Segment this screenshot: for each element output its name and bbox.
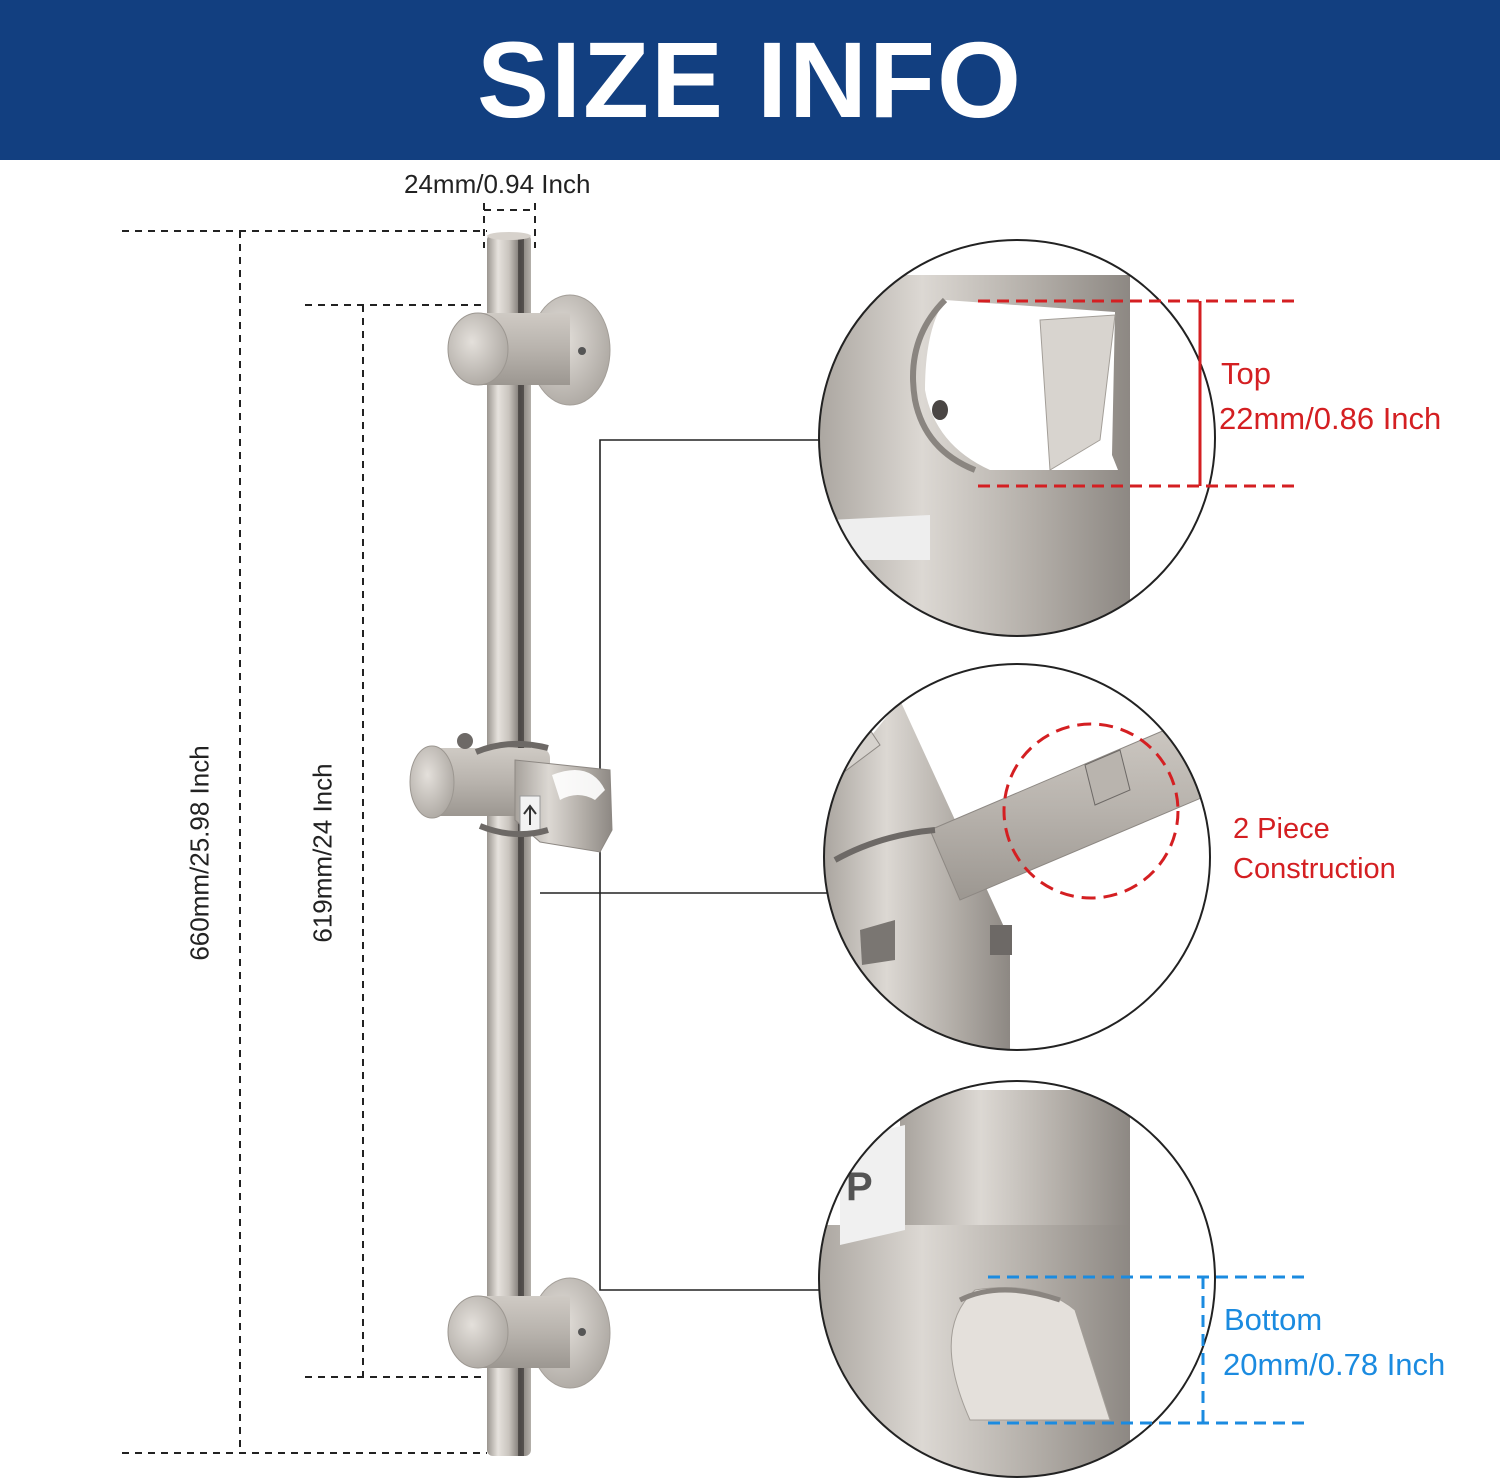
top-callout-size: 22mm/0.86 Inch <box>1219 401 1442 436</box>
detail-circle-bottom: P <box>818 1080 1310 1478</box>
page-title: SIZE INFO <box>476 19 1024 140</box>
bottom-wall-mount <box>447 1277 611 1389</box>
detail-circle-top <box>818 239 1300 637</box>
header-banner: SIZE INFO <box>0 0 1500 160</box>
dimension-lines <box>122 203 536 1454</box>
connector-top <box>599 439 829 1291</box>
sliding-holder <box>409 733 613 853</box>
top-wall-mount <box>447 294 611 406</box>
width-dimension-label: 24mm/0.94 Inch <box>404 169 591 199</box>
mount-distance-dimension-label: 619mm/24 Inch <box>307 763 338 943</box>
detail-circle-middle <box>823 663 1211 1051</box>
total-length-dimension-label: 660mm/25.98 Inch <box>184 745 215 961</box>
bottom-callout-title: Bottom <box>1224 1302 1323 1337</box>
bottom-callout-size: 20mm/0.78 Inch <box>1223 1347 1446 1382</box>
callout-connectors <box>540 439 829 1291</box>
middle-callout-line2: Construction <box>1233 853 1396 885</box>
top-callout-title: Top <box>1221 356 1271 391</box>
slide-bar <box>409 232 613 1456</box>
slide-bar-rod <box>487 234 531 1456</box>
middle-callout-line1: 2 Piece <box>1233 813 1330 845</box>
